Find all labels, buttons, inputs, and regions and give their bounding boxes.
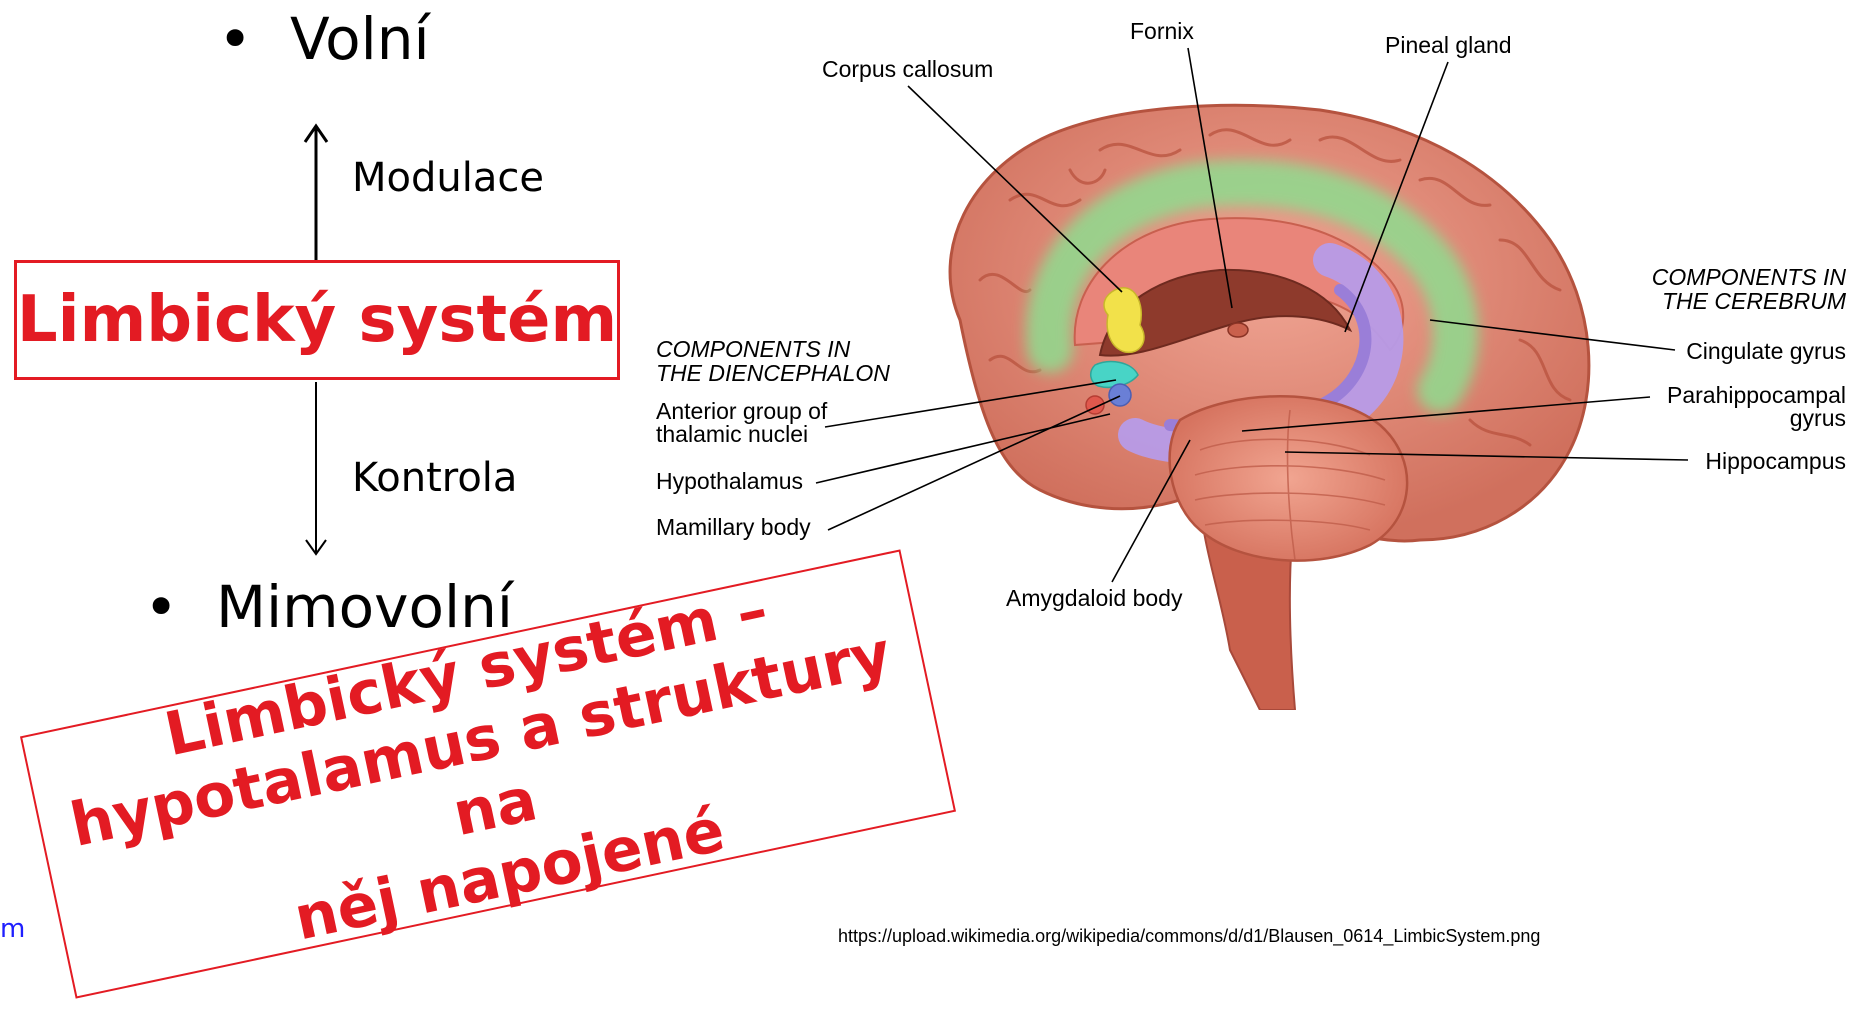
cerebrum-heading-line-1: COMPONENTS IN xyxy=(1652,265,1846,289)
label-anterior-group: Anterior group of thalamic nuclei xyxy=(656,400,827,446)
label-hippocampus: Hippocampus xyxy=(1705,450,1846,473)
leader-corpus-callosum xyxy=(908,86,1122,292)
source-url: https://upload.wikimedia.org/wikipedia/c… xyxy=(838,926,1540,947)
leader-hippocampus xyxy=(1285,452,1688,460)
label-mamillary-body: Mamillary body xyxy=(656,516,811,539)
leader-amygdaloid-body xyxy=(1112,440,1190,582)
leader-parahippocampal xyxy=(1242,397,1650,431)
label-parahippocampal-line-2: gyrus xyxy=(1667,407,1846,430)
label-cingulate-gyrus: Cingulate gyrus xyxy=(1686,340,1846,363)
diencephalon-heading-line-2: THE DIENCEPHALON xyxy=(656,361,890,385)
cerebrum-heading: COMPONENTS IN THE CEREBRUM xyxy=(1652,265,1846,313)
leader-mamillary-body xyxy=(828,396,1120,530)
diencephalon-heading: COMPONENTS IN THE DIENCEPHALON xyxy=(656,337,890,385)
label-hypothalamus: Hypothalamus xyxy=(656,470,803,493)
leader-fornix xyxy=(1188,48,1232,308)
cerebrum-heading-line-2: THE CEREBRUM xyxy=(1652,289,1846,313)
label-anterior-group-line-1: Anterior group of xyxy=(656,400,827,423)
label-pineal-gland: Pineal gland xyxy=(1385,34,1512,57)
leader-cingulate-gyrus xyxy=(1430,320,1675,350)
leader-anterior-group xyxy=(825,380,1116,427)
label-parahippocampal-gyrus: Parahippocampal gyrus xyxy=(1667,384,1846,430)
label-anterior-group-line-2: thalamic nuclei xyxy=(656,423,827,446)
label-amygdaloid-body: Amygdaloid body xyxy=(1006,587,1182,610)
diencephalon-heading-line-1: COMPONENTS IN xyxy=(656,337,890,361)
label-fornix: Fornix xyxy=(1130,20,1194,43)
label-corpus-callosum: Corpus callosum xyxy=(822,58,993,81)
label-parahippocampal-line-1: Parahippocampal xyxy=(1667,384,1846,407)
leader-pineal-gland xyxy=(1345,62,1448,332)
leader-hypothalamus xyxy=(816,414,1110,483)
